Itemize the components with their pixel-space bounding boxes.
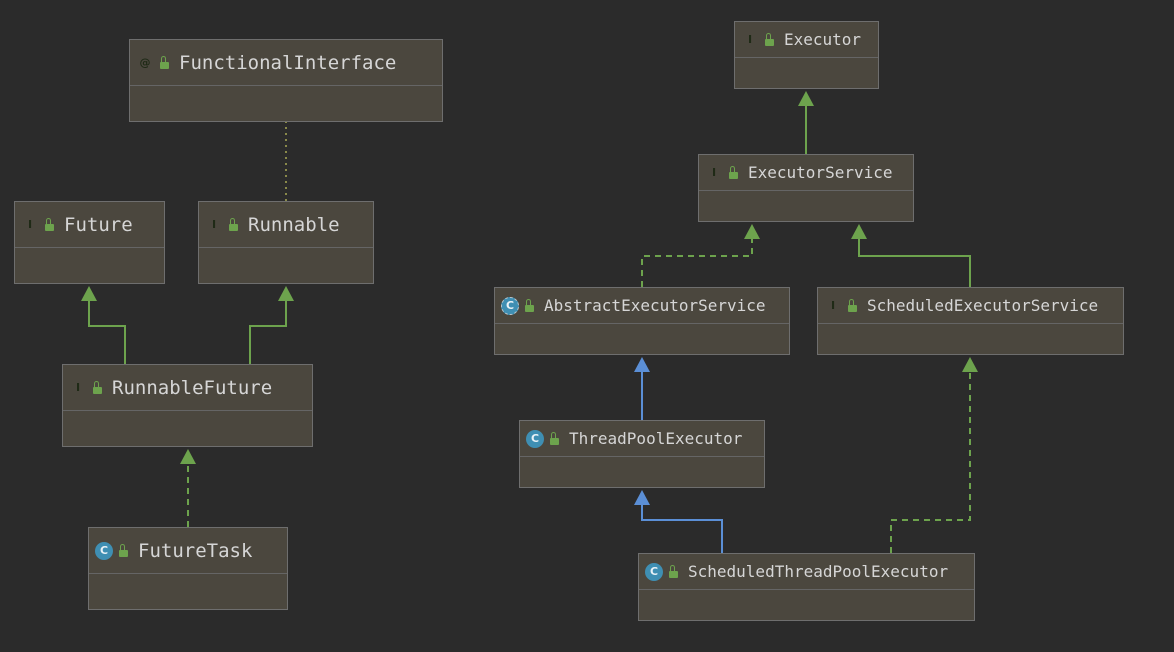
edge-line <box>890 371 971 553</box>
node-label: AbstractExecutorService <box>544 296 766 315</box>
interface-icon: I <box>830 299 836 312</box>
edge-line <box>88 300 126 364</box>
edge-line <box>641 238 753 287</box>
edge-scheduled-thread-pool-executor-to-thread-pool-executor <box>634 490 723 553</box>
node-executor[interactable]: I Executor <box>734 21 879 89</box>
node-header: C ScheduledThreadPoolExecutor <box>639 554 974 590</box>
node-runnable[interactable]: I Runnable <box>198 201 374 284</box>
interface-icon: I <box>211 218 217 231</box>
node-header: I ScheduledExecutorService <box>818 288 1123 324</box>
node-label: ScheduledExecutorService <box>867 296 1099 315</box>
edge-thread-pool-executor-to-abstract-executor-service <box>634 357 650 420</box>
node-scheduled-thread-pool-executor[interactable]: C ScheduledThreadPoolExecutor <box>638 553 975 621</box>
edge-abstract-executor-service-to-executor-service <box>641 224 760 287</box>
unlocked-public-icon <box>160 55 169 69</box>
arrowhead <box>634 490 650 505</box>
node-label: ScheduledThreadPoolExecutor <box>688 562 949 581</box>
edge-line <box>249 300 287 364</box>
node-header: I RunnableFuture <box>63 365 312 411</box>
node-label: Future <box>64 213 133 236</box>
interface-icon: I <box>711 166 717 179</box>
node-header: I Future <box>15 202 164 248</box>
node-header: @ FunctionalInterface <box>130 40 442 86</box>
abstract-class-icon: C <box>501 296 519 315</box>
edge-line <box>641 504 723 553</box>
unlocked-public-icon <box>119 543 128 557</box>
node-future-task[interactable]: C FutureTask <box>88 527 288 610</box>
interface-icon: I <box>75 381 81 394</box>
node-thread-pool-executor[interactable]: C ThreadPoolExecutor <box>519 420 765 488</box>
arrowhead <box>744 224 760 239</box>
node-abstract-executor-service[interactable]: C AbstractExecutorService <box>494 287 790 355</box>
node-header: I Executor <box>735 22 878 58</box>
unlocked-public-icon <box>729 165 738 179</box>
edge-scheduled-executor-service-to-executor-service <box>851 224 971 287</box>
arrowhead <box>851 224 867 239</box>
node-runnable-future[interactable]: I RunnableFuture <box>62 364 313 447</box>
edge-executor-service-to-executor <box>798 91 814 154</box>
unlocked-public-icon <box>93 380 102 394</box>
node-label: ExecutorService <box>748 163 893 182</box>
annotation-icon: @ <box>139 56 151 69</box>
unlocked-public-icon <box>525 298 534 312</box>
edge-runnable-future-to-future <box>81 286 126 364</box>
arrowhead <box>81 286 97 301</box>
unlocked-public-icon <box>848 298 857 312</box>
unlocked-public-icon <box>45 217 54 231</box>
arrowhead <box>278 286 294 301</box>
node-header: C AbstractExecutorService <box>495 288 789 324</box>
node-label: FunctionalInterface <box>179 51 397 74</box>
node-label: Executor <box>784 30 862 49</box>
class-icon: C <box>645 562 663 581</box>
node-label: Runnable <box>248 213 340 236</box>
unlocked-public-icon <box>229 217 238 231</box>
node-executor-service[interactable]: I ExecutorService <box>698 154 914 222</box>
node-header: C FutureTask <box>89 528 287 574</box>
edge-future-task-to-runnable-future <box>180 449 196 527</box>
unlocked-public-icon <box>550 431 559 445</box>
unlocked-public-icon <box>765 32 774 46</box>
arrowhead <box>798 91 814 106</box>
edge-line <box>858 238 971 287</box>
node-header: I ExecutorService <box>699 155 913 191</box>
arrowhead <box>962 357 978 372</box>
node-header: C ThreadPoolExecutor <box>520 421 764 457</box>
unlocked-public-icon <box>669 564 678 578</box>
interface-icon: I <box>747 33 753 46</box>
node-scheduled-executor-service[interactable]: I ScheduledExecutorService <box>817 287 1124 355</box>
node-functional-interface[interactable]: @ FunctionalInterface <box>129 39 443 122</box>
arrowhead <box>634 357 650 372</box>
class-icon: C <box>526 429 544 448</box>
arrowhead <box>180 449 196 464</box>
node-future[interactable]: I Future <box>14 201 165 284</box>
class-icon: C <box>95 541 113 560</box>
node-label: RunnableFuture <box>112 376 273 399</box>
interface-icon: I <box>27 218 33 231</box>
node-label: FutureTask <box>138 539 253 562</box>
edge-scheduled-thread-pool-executor-to-scheduled-executor-service <box>890 357 978 553</box>
node-header: I Runnable <box>199 202 373 248</box>
node-label: ThreadPoolExecutor <box>569 429 743 448</box>
edge-runnable-future-to-runnable <box>249 286 294 364</box>
